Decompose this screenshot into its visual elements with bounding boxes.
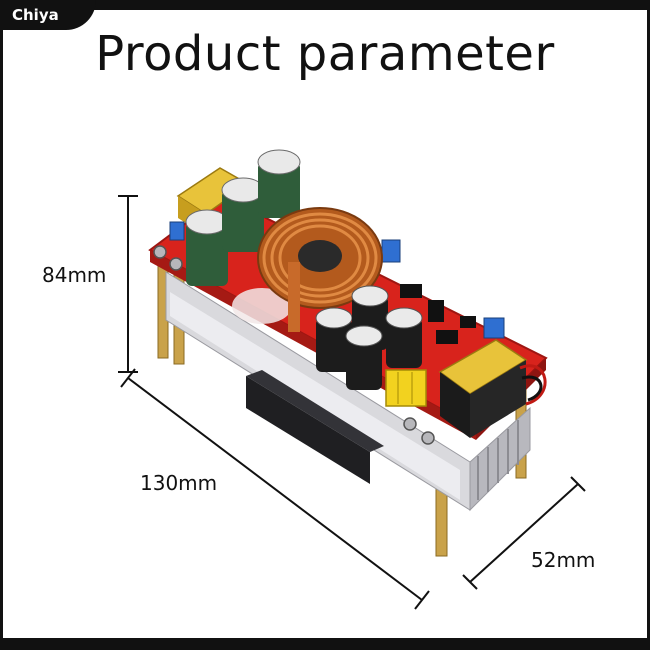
black-capacitors: [315, 285, 423, 390]
width-dimension-line: [462, 476, 586, 590]
height-dimension-line: [118, 195, 138, 373]
length-dimension-label: 130mm: [140, 471, 218, 495]
board-screws: [153, 245, 435, 445]
green-capacitors: [185, 149, 301, 286]
output-terminal: [438, 339, 528, 438]
brand-name: Chiya: [12, 6, 59, 24]
page-title: Product parameter: [95, 26, 555, 82]
cooling-fan: [246, 370, 384, 484]
toroid-inductor: [257, 207, 383, 332]
potentiometers: [169, 221, 505, 339]
brand-tab: Chiya: [0, 0, 96, 30]
width-dimension-label: 52mm: [531, 548, 596, 572]
small-components: [400, 284, 476, 344]
height-dimension-label: 84mm: [42, 263, 107, 287]
bottom-border: [0, 638, 650, 650]
output-wires: [519, 364, 547, 406]
heatsink: [165, 271, 531, 512]
fuse: [385, 369, 427, 407]
length-dimension-line: [120, 368, 430, 610]
top-border: [0, 0, 650, 10]
